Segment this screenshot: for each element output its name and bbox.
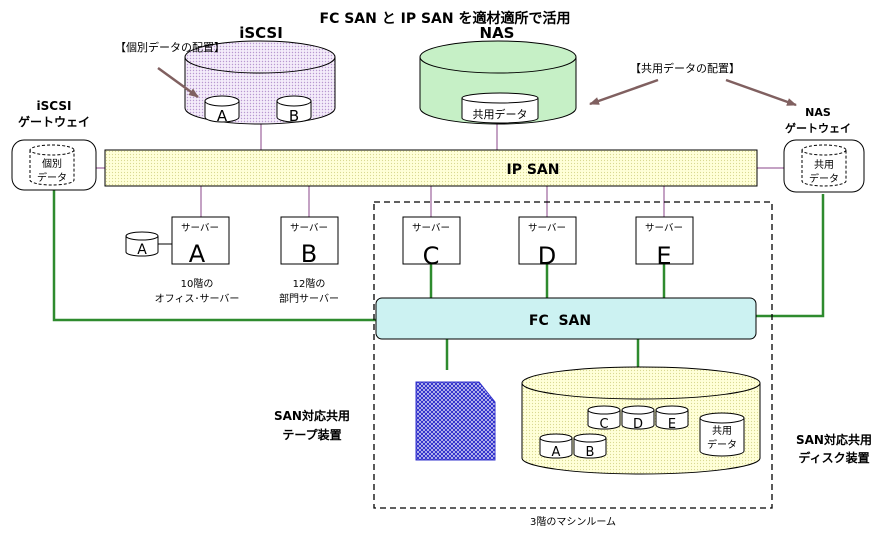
array-disk-c: C	[587, 405, 621, 432]
nas-note: 【共用データの配置】	[630, 61, 740, 75]
svg-text:データ: データ	[707, 438, 737, 451]
nas-note-arrow-left	[589, 78, 659, 106]
iscsi-disk-a: A	[204, 95, 240, 125]
svg-text:個別: 個別	[42, 157, 62, 170]
tape-label-1: SAN対応共用	[274, 408, 350, 423]
server-e: サーバー E	[635, 216, 694, 270]
svg-text:サーバー: サーバー	[181, 223, 219, 234]
nas-gateway-label-1: NAS	[805, 106, 831, 119]
array-disk-e: E	[655, 405, 689, 432]
disk-array-label-1: SAN対応共用	[796, 432, 872, 447]
server-a-local-disk: A	[125, 231, 159, 258]
svg-text:データ: データ	[37, 171, 67, 184]
iscsi-note-arrow	[157, 66, 199, 99]
iscsi-note: 【個別データの配置】	[115, 40, 225, 54]
server-a-note-2: オフィス･サーバー	[155, 293, 240, 305]
nas-title: NAS	[480, 24, 515, 42]
svg-text:サーバー: サーバー	[645, 223, 683, 234]
iscsi-disk-b: B	[276, 95, 312, 125]
nas-gateway: 共用 データ	[783, 139, 865, 193]
iscsi-title: iSCSI	[239, 24, 283, 42]
iscsi-gateway-disk: 個別 データ	[29, 144, 75, 186]
svg-text:共用: 共用	[814, 159, 834, 171]
nas-shared-disk: 共用データ	[461, 92, 539, 124]
machine-room-boundary	[373, 201, 773, 509]
nas-storage: 共用データ	[419, 40, 577, 125]
svg-text:共用データ: 共用データ	[473, 107, 528, 121]
svg-text:D: D	[538, 242, 556, 270]
nas-note-arrow-right	[725, 78, 797, 107]
ip-san-label: IP SAN	[507, 162, 560, 178]
svg-text:サーバー: サーバー	[290, 223, 328, 234]
ip-san-bar	[104, 149, 758, 187]
svg-text:A: A	[137, 242, 147, 258]
svg-text:データ: データ	[809, 172, 839, 185]
svg-text:E: E	[656, 242, 671, 270]
svg-text:E: E	[668, 417, 676, 432]
svg-text:A: A	[217, 107, 228, 125]
iscsi-storage: A B	[184, 40, 336, 125]
svg-text:B: B	[289, 107, 299, 125]
server-a: サーバー A	[171, 216, 230, 268]
svg-text:サーバー: サーバー	[412, 223, 450, 234]
server-a-note-1: 10階の	[181, 278, 214, 290]
svg-text:B: B	[301, 240, 317, 268]
svg-text:A: A	[552, 445, 561, 460]
diagram-title: FC SAN と IP SAN を適材適所で活用	[320, 10, 571, 27]
server-b: サーバー B	[280, 216, 339, 268]
array-shared-disk: 共用 データ	[699, 412, 745, 457]
iscsi-gateway: 個別 データ	[11, 139, 97, 191]
array-disk-d: D	[621, 405, 655, 432]
server-c: サーバー C	[402, 216, 461, 270]
nas-gateway-label-2: ゲートウェイ	[785, 121, 851, 135]
nas-gateway-disk: 共用 データ	[801, 144, 847, 187]
server-b-note-1: 12階の	[293, 278, 326, 290]
svg-text:D: D	[633, 417, 643, 432]
server-b-note-2: 部門サーバー	[279, 292, 339, 305]
tape-device	[415, 381, 496, 461]
array-disk-a: A	[539, 433, 573, 460]
tape-label-2: テープ装置	[282, 427, 341, 442]
server-d: サーバー D	[518, 216, 577, 270]
svg-text:B: B	[586, 445, 595, 460]
svg-text:C: C	[599, 417, 608, 432]
fc-links	[52, 190, 825, 370]
svg-text:共用: 共用	[712, 425, 732, 437]
svg-text:サーバー: サーバー	[528, 223, 566, 234]
svg-text:A: A	[189, 240, 206, 268]
iscsi-gateway-label-2: ゲートウェイ	[18, 114, 90, 129]
machine-room-label: 3階のマシンルーム	[530, 516, 616, 528]
iscsi-gateway-label-1: iSCSI	[37, 99, 72, 113]
array-disk-b: B	[573, 433, 607, 460]
fc-san-bar	[375, 297, 757, 340]
disk-array-label-2: ディスク装置	[798, 450, 869, 465]
fc-san-label: FC SAN	[529, 313, 591, 329]
svg-text:C: C	[423, 242, 440, 270]
